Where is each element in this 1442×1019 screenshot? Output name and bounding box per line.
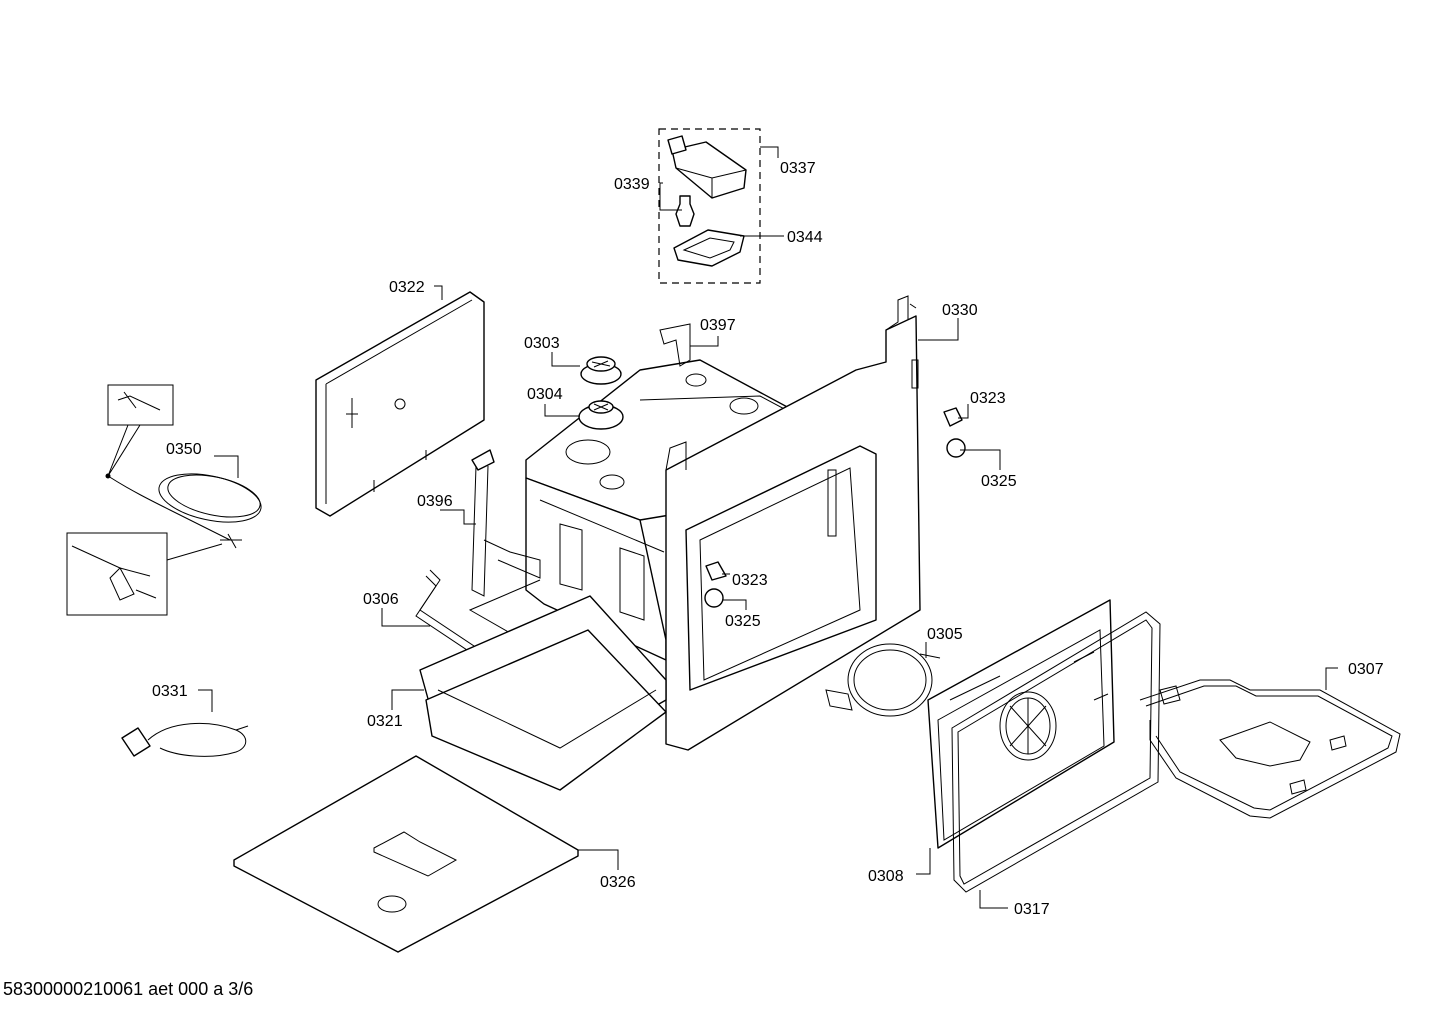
socket-0396 xyxy=(471,449,541,597)
part-labels: 0337 0339 0344 0322 0397 0330 0303 0304 … xyxy=(152,160,1384,918)
label-0325-mid: 0325 xyxy=(725,613,761,630)
cap-0325-left xyxy=(704,588,724,608)
label-0321: 0321 xyxy=(367,713,403,730)
label-0337: 0337 xyxy=(780,160,816,177)
label-0322: 0322 xyxy=(389,279,425,296)
label-0303: 0303 xyxy=(524,335,560,352)
lamp-assembly xyxy=(658,128,761,284)
label-0305: 0305 xyxy=(927,626,963,643)
label-0308: 0308 xyxy=(868,868,904,885)
label-0323-mid: 0323 xyxy=(732,572,768,589)
label-0396: 0396 xyxy=(417,493,453,510)
plug-0323-right xyxy=(943,407,963,427)
oven-muffle xyxy=(525,295,921,751)
label-0307: 0307 xyxy=(1348,661,1384,678)
knob-0304 xyxy=(578,400,624,430)
power-cable-0331 xyxy=(121,722,249,757)
label-0325-top: 0325 xyxy=(981,473,1017,490)
label-0317: 0317 xyxy=(1014,901,1050,918)
label-0304: 0304 xyxy=(527,386,563,403)
side-panel-0322 xyxy=(315,291,485,517)
label-0323-top: 0323 xyxy=(970,390,1006,407)
label-0344: 0344 xyxy=(787,229,823,246)
fan-heater-0305 xyxy=(825,643,941,717)
plug-0323-left xyxy=(705,561,727,581)
cable-0350 xyxy=(66,384,262,616)
label-0330: 0330 xyxy=(942,302,978,319)
label-0331: 0331 xyxy=(152,683,188,700)
label-0306: 0306 xyxy=(363,591,399,608)
drawing-code: 58300000210061 aet 000 a 3/6 xyxy=(3,979,254,999)
label-0339: 0339 xyxy=(614,176,650,193)
knob-0303 xyxy=(580,356,622,385)
bottom-plate-0326 xyxy=(233,755,579,953)
door-seal-0317 xyxy=(951,611,1161,893)
label-0397: 0397 xyxy=(700,317,736,334)
label-0326: 0326 xyxy=(600,874,636,891)
top-heater-0307 xyxy=(1139,679,1401,819)
bottom-tray-0321 xyxy=(419,595,667,791)
leader-lines xyxy=(198,146,1338,909)
label-0350: 0350 xyxy=(166,441,202,458)
cap-0325-right xyxy=(946,438,966,458)
